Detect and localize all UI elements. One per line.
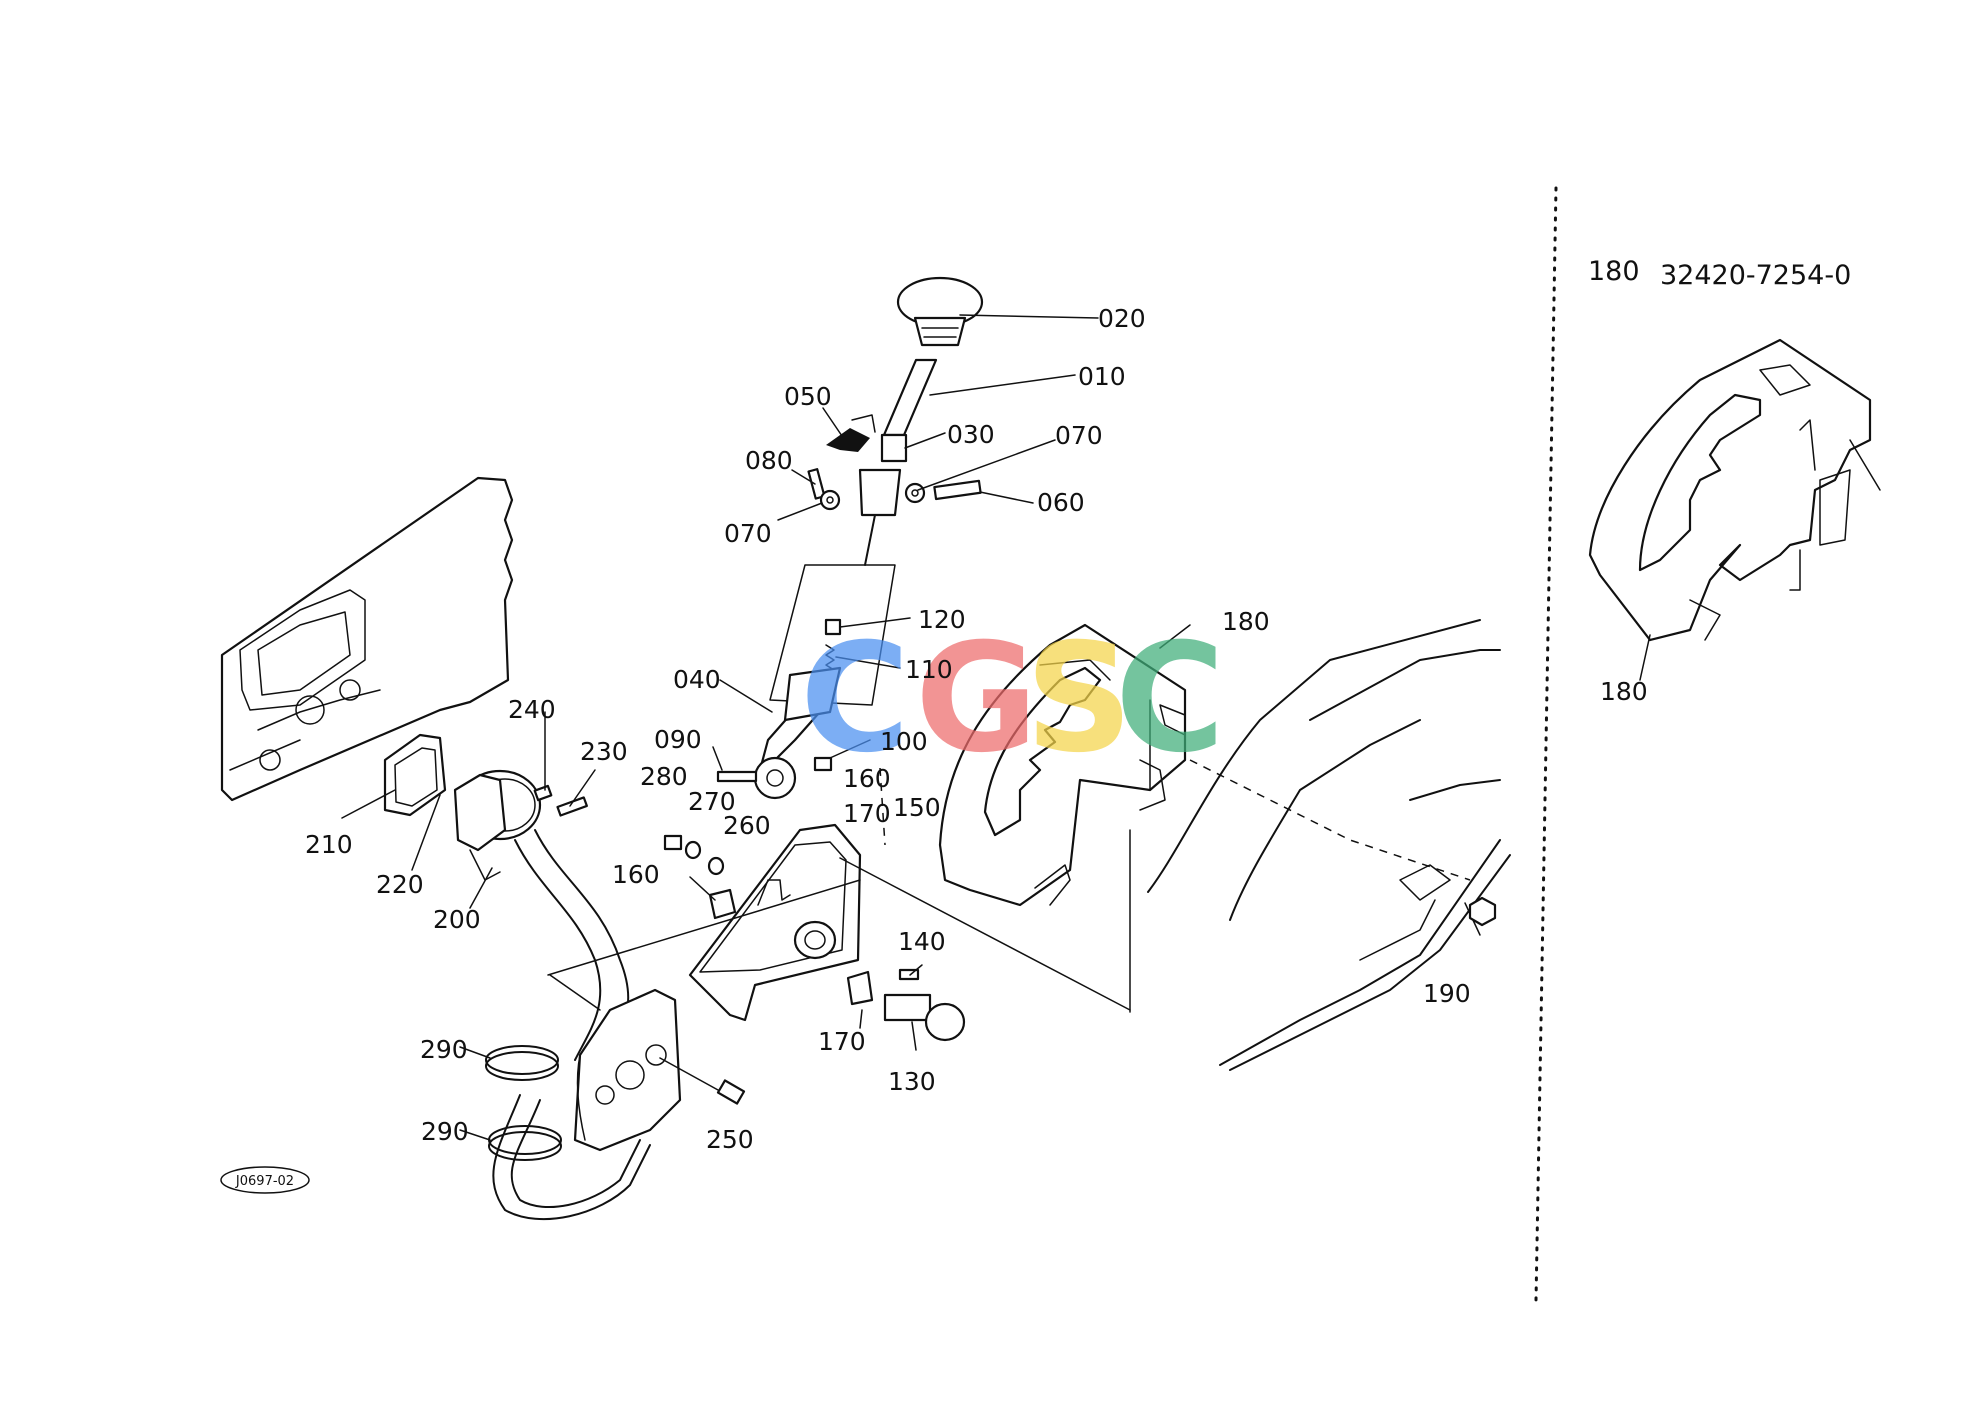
callout: 080: [745, 446, 793, 475]
callout: 210: [305, 830, 353, 859]
inset-callout: 180: [1600, 677, 1648, 706]
washer-070-right: [904, 482, 926, 504]
callout: 220: [376, 870, 424, 899]
lever-shaft: [864, 514, 876, 566]
callout: 190: [1423, 979, 1471, 1008]
inset-cover-180: [1588, 338, 1881, 681]
callout: 030: [947, 420, 995, 449]
callout: 150: [893, 793, 941, 822]
watermark-letter: G: [915, 612, 1038, 786]
spring-110: [825, 644, 835, 671]
lever-knob-020: [896, 276, 984, 347]
washer-270: [684, 840, 702, 860]
inset-part-number: 180: [1588, 256, 1640, 287]
callout: 290: [421, 1117, 469, 1146]
band-290: [485, 1045, 559, 1081]
knob-130: [883, 993, 966, 1042]
lever-bracket: [688, 823, 862, 1022]
inset-separator: [1534, 186, 1558, 1302]
drawing-code-badge: J0697-02: [220, 1166, 310, 1194]
pin-100: [813, 756, 833, 772]
callout: 110: [905, 655, 953, 684]
drawing-code: J0697-02: [235, 1174, 294, 1189]
joint-yoke: [858, 468, 902, 517]
bolt-250: [716, 1079, 746, 1105]
washer-260: [707, 856, 725, 876]
callout: 280: [640, 762, 688, 791]
grip-030: [880, 433, 908, 463]
callout: 070: [1055, 421, 1103, 450]
bolt-240: [533, 784, 553, 802]
callout: 050: [784, 382, 832, 411]
callout: 240: [508, 695, 556, 724]
watermark-letter: C: [800, 612, 910, 786]
pin-090: [716, 770, 758, 783]
block-bracket: [783, 666, 842, 722]
gasket-210: [383, 733, 447, 817]
inset-part-code: 32420-7254-0: [1660, 260, 1851, 291]
clip-050: [826, 414, 876, 452]
callout: 290: [420, 1035, 468, 1064]
callout: 010: [1078, 362, 1126, 391]
collar-160: [708, 888, 737, 920]
callout: 160: [612, 860, 660, 889]
cover-180: [938, 623, 1187, 907]
watermark-letter: C: [1115, 612, 1225, 786]
callout: 040: [673, 665, 721, 694]
watermark: C G S C: [800, 612, 1225, 786]
callout: 230: [580, 737, 628, 766]
callout: 140: [898, 927, 946, 956]
pin-080: [807, 468, 826, 500]
detail-frame: [769, 564, 896, 706]
callout: 180: [1222, 607, 1270, 636]
callout: 170: [818, 1027, 866, 1056]
callout: 200: [433, 905, 481, 934]
callout: 250: [706, 1125, 754, 1154]
callout: 090: [654, 725, 702, 754]
callout: 120: [918, 605, 966, 634]
callout: 260: [723, 811, 771, 840]
hand-throttle-200: [453, 769, 542, 881]
callout: 130: [888, 1067, 936, 1096]
pin-060: [933, 479, 982, 501]
inset-caption: 180 32420-7254-0 180: [1588, 256, 1851, 706]
watermark-letter: S: [1025, 612, 1133, 786]
callout: 020: [1098, 304, 1146, 333]
washer-070-left: [819, 489, 841, 511]
bolt-230: [556, 796, 588, 817]
callout: 270: [688, 787, 736, 816]
nut-280: [663, 834, 683, 851]
callout: 100: [880, 727, 928, 756]
governor-cover: [573, 988, 682, 1152]
nut-190: [1468, 896, 1497, 927]
callout: 170: [843, 799, 891, 828]
pin-140: [898, 968, 920, 981]
hood: [1147, 619, 1511, 1071]
callout-labels: 020 010 050 030 070 080 070 060 120 110 …: [305, 304, 1471, 1154]
callout: 160: [843, 764, 891, 793]
callout: 070: [724, 519, 772, 548]
callout: 060: [1037, 488, 1085, 517]
lever-rod-010: [882, 358, 938, 437]
collar-170: [846, 970, 874, 1006]
side-panel: [220, 476, 514, 802]
